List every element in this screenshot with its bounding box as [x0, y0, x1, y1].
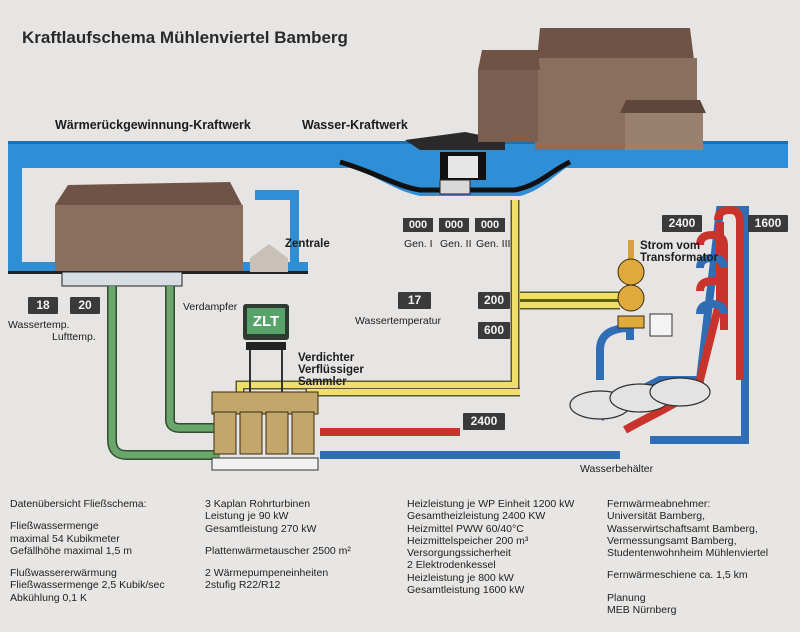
value-1600: 1600 — [748, 215, 788, 232]
value-200: 200 — [478, 292, 510, 309]
label-gen1: Gen. I — [404, 238, 433, 250]
info-line: 2 Wärmepumpeneinheiten — [205, 567, 329, 580]
label-water-tank: Wasserbehälter — [580, 463, 654, 475]
label-water-temperature: Wassertemperatur — [355, 315, 441, 327]
value-600: 600 — [478, 322, 510, 339]
transformer — [617, 240, 673, 337]
info-line: maximal 54 Kubikmeter — [10, 532, 120, 545]
info-line: Fließwassermenge 2,5 Kubik/sec — [10, 579, 165, 592]
label-air-temp: Lufttemp. — [52, 331, 96, 343]
info-line: 2stufig R22/R12 — [205, 579, 281, 592]
info-col-1: Datenübersicht Fließschema: Fließwasserm… — [10, 498, 165, 604]
evaporator — [61, 271, 183, 287]
label-condenser: Verflüssiger — [298, 364, 364, 376]
info-line: Flußwassererwärmung — [10, 567, 117, 580]
diagram-title: Kraftlaufschema Mühlenviertel Bamberg — [22, 28, 348, 47]
heat-pump-units — [211, 391, 319, 471]
info-line: Wasserwirtschaftsamt Bamberg, — [607, 522, 758, 535]
label-water-temp: Wassertemp. — [8, 319, 70, 331]
info-line: Gesamtheizleistung 2400 KW — [407, 510, 546, 523]
label-gen3: Gen. III — [476, 238, 511, 250]
value-water-temperature: 17 — [398, 292, 431, 309]
label-water-plant: Wasser-Kraftwerk — [302, 118, 408, 132]
info-line: Heizleistung je 800 kW — [407, 571, 514, 584]
info-line: Fließwassermenge — [10, 520, 99, 533]
mill-building — [478, 28, 706, 150]
label-recovery-plant: Wärmerückgewinnung-Kraftwerk — [55, 118, 251, 132]
info-line: Fernwärmeschiene ca. 1,5 km — [607, 569, 748, 582]
label-gen2: Gen. II — [440, 238, 472, 250]
info-line: Plattenwärmetauscher 2500 m² — [205, 544, 351, 557]
label-power-2: Transformator — [640, 252, 718, 264]
label-zentrale: Zentrale — [285, 238, 330, 250]
info-col-3: Heizleistung je WP Einheit 1200 kW Gesam… — [407, 498, 574, 596]
info-line: 3 Kaplan Rohrturbinen — [205, 498, 311, 510]
info-line: Heizmittelspeicher 200 m³ — [407, 534, 529, 547]
info-line: MEB Nürnberg — [607, 604, 677, 617]
info-line: Heizmittel PWW 60/40°C — [407, 522, 524, 535]
info-line: Abkühlung 0,1 K — [10, 591, 88, 604]
data-overview: Datenübersicht Fließschema: Fließwasserm… — [0, 481, 800, 632]
value-gen1: 000 — [403, 218, 433, 232]
value-2400-top: 2400 — [662, 215, 702, 232]
info-line: Gesamtleistung 270 kW — [205, 522, 317, 535]
info-line: Heizleistung je WP Einheit 1200 kW — [407, 498, 575, 510]
info-line: Planung — [607, 591, 646, 604]
value-water-temp: 18 — [28, 297, 58, 314]
value-gen2: 000 — [439, 218, 469, 232]
info-line: Leistung je 90 kW — [205, 510, 289, 523]
heat-storage-tank — [569, 377, 711, 420]
label-power-1: Strom vom — [640, 240, 701, 252]
info-line: 2 Elektrodenkessel — [407, 559, 496, 572]
info-line: Vermessungsamt Bamberg, — [607, 534, 737, 547]
flow-diagram — [8, 28, 788, 471]
info-line: Datenübersicht Fließschema: — [10, 498, 147, 510]
zlt-screen-text: ZLT — [252, 313, 280, 330]
info-col-2: 3 Kaplan Rohrturbinen Leistung je 90 kW … — [205, 498, 351, 592]
info-line: Universität Bamberg, — [607, 510, 706, 523]
label-collector: Sammler — [298, 376, 347, 388]
label-evaporator: Verdampfer — [183, 301, 238, 313]
value-2400-bottom: 2400 — [463, 413, 505, 430]
info-line: Fernwärmeabnehmer: — [607, 498, 711, 510]
zlt-terminal — [243, 304, 289, 392]
info-line: Studentenwohnheim Mühlenviertel — [607, 547, 769, 560]
info-col-4: Fernwärmeabnehmer: Universität Bamberg, … — [607, 498, 768, 616]
value-air-temp: 20 — [70, 297, 100, 314]
info-line: Versorgungssicherheit — [407, 547, 511, 560]
label-compressor: Verdichter — [298, 352, 355, 364]
info-line: Gesamtleistung 1600 kW — [407, 584, 525, 597]
info-line: Gefällhöhe maximal 1,5 m — [10, 544, 132, 557]
value-gen3: 000 — [475, 218, 505, 232]
recovery-plant-building — [55, 182, 288, 272]
